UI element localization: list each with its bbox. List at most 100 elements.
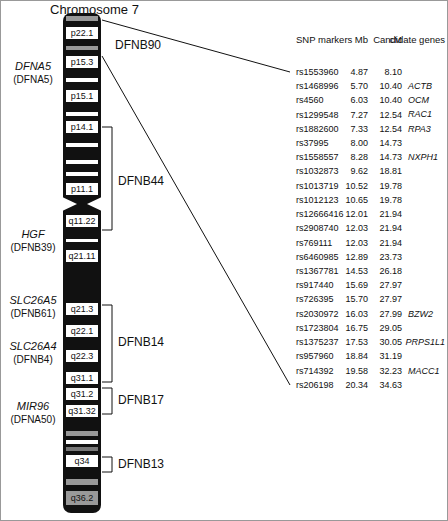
column-header: SNP markers <box>296 35 352 46</box>
position-mb: 12.03 <box>345 238 368 248</box>
position-cm: 27.97 <box>379 280 402 290</box>
snp-marker: rs1032873 <box>296 166 339 176</box>
snp-marker: rs1553960 <box>296 67 339 77</box>
gene-label: DFNA5 <box>15 60 51 73</box>
position-mb: 14.53 <box>345 266 368 276</box>
band-label: q34 <box>73 456 90 466</box>
position-cm: 19.78 <box>379 181 402 191</box>
band-label: p15.3 <box>70 57 95 67</box>
position-mb: 12.01 <box>345 209 368 219</box>
snp-marker: rs2030972 <box>296 309 339 319</box>
snp-marker: rs1375237 <box>296 337 339 347</box>
position-cm: 14.73 <box>379 138 402 148</box>
band-label: q22.3 <box>70 351 95 361</box>
position-cm: 18.81 <box>379 166 402 176</box>
position-cm: 27.99 <box>379 309 402 319</box>
position-cm: 8.10 <box>384 67 402 77</box>
position-mb: 17.53 <box>345 337 368 347</box>
snp-marker: rs1367781 <box>296 266 339 276</box>
position-mb: 16.75 <box>345 323 368 333</box>
position-mb: 15.70 <box>345 294 368 304</box>
snp-marker: rs1468996 <box>296 81 339 91</box>
position-mb: 12.89 <box>345 252 368 262</box>
position-mb: 4.87 <box>350 67 368 77</box>
position-cm: 21.94 <box>379 209 402 219</box>
snp-marker: rs1012123 <box>296 195 339 205</box>
position-cm: 34.63 <box>379 380 402 390</box>
position-mb: 10.65 <box>345 195 368 205</box>
position-cm: 27.97 <box>379 294 402 304</box>
position-mb: 16.03 <box>345 309 368 319</box>
locus-label: DFNB44 <box>117 175 165 189</box>
position-mb: 19.58 <box>345 366 368 376</box>
position-mb: 7.33 <box>350 124 368 134</box>
position-cm: 31.19 <box>379 351 402 361</box>
position-mb: 9.62 <box>350 166 368 176</box>
snp-marker: rs714392 <box>296 366 334 376</box>
snp-marker: rs769111 <box>296 238 332 248</box>
position-cm: 29.05 <box>379 323 402 333</box>
band-label: p11.1 <box>70 184 94 194</box>
band-label: q31.32 <box>67 406 97 416</box>
locus-label: (DFNB39) <box>10 242 55 254</box>
locus-label: DFNB17 <box>117 394 165 408</box>
candidate-gene: RAC1 <box>408 109 432 119</box>
position-cm: 21.94 <box>379 238 402 248</box>
chromosome-title: Chromosome 7 <box>50 3 139 18</box>
candidate-gene: MACC1 <box>408 366 440 376</box>
position-cm: 12.54 <box>379 124 402 134</box>
locus-label: (DFNB4) <box>13 354 52 366</box>
snp-marker: rs4560 <box>296 95 324 105</box>
position-mb: 6.03 <box>350 95 368 105</box>
locus-label: DFNB90 <box>114 39 162 53</box>
position-cm: 10.40 <box>379 95 402 105</box>
snp-marker: rs1882600 <box>296 124 339 134</box>
gene-label: HGF <box>21 228 44 241</box>
snp-marker: rs1723804 <box>296 323 339 333</box>
column-header: Mb <box>355 35 368 46</box>
snp-marker: rs917440 <box>296 280 334 290</box>
position-cm: 30.05 <box>379 337 402 347</box>
gene-label: MIR96 <box>17 400 49 413</box>
locus-label: (DFNA50) <box>10 414 55 426</box>
locus-label: DFNB13 <box>117 458 165 472</box>
snp-marker: rs1299548 <box>296 110 339 120</box>
position-cm: 26.18 <box>379 266 402 276</box>
gene-label: SLC26A4 <box>9 340 56 353</box>
candidate-gene: NXPH1 <box>408 152 438 162</box>
candidate-gene: OCM <box>408 95 429 105</box>
band-label: q22.1 <box>70 326 95 336</box>
position-cm: 23.73 <box>379 252 402 262</box>
position-mb: 10.52 <box>345 181 368 191</box>
snp-marker: rs957960 <box>296 351 334 361</box>
candidate-gene: BZW2 <box>408 309 433 319</box>
band-label: q31.2 <box>70 389 95 399</box>
position-mb: 5.70 <box>350 81 368 91</box>
band-label: q21.3 <box>70 304 95 314</box>
band-label: q31.1 <box>70 373 95 383</box>
snp-marker: rs2908740 <box>296 223 339 233</box>
column-header: Candidate genes <box>373 35 445 46</box>
band-label: q11.22 <box>68 216 97 226</box>
position-cm: 10.40 <box>379 81 402 91</box>
candidate-gene: PRPS1L1 <box>405 337 445 347</box>
position-mb: 18.84 <box>345 351 368 361</box>
band-label: q21.11 <box>68 251 97 261</box>
candidate-gene: ACTB <box>408 81 432 91</box>
position-cm: 32.23 <box>379 366 402 376</box>
locus-label: (DFNA5) <box>13 74 52 86</box>
snp-marker: rs726395 <box>296 294 334 304</box>
band-label: q36.2 <box>71 493 94 503</box>
band-label: p22.1 <box>70 28 95 38</box>
position-mb: 8.28 <box>350 152 368 162</box>
band-label: p14.1 <box>70 122 95 132</box>
candidate-gene: RPA3 <box>408 124 431 134</box>
position-cm: 12.54 <box>379 110 402 120</box>
locus-label: DFNB14 <box>117 336 165 350</box>
gene-label: SLC26A5 <box>9 294 56 307</box>
snp-marker: rs1558557 <box>296 152 339 162</box>
position-cm: 14.73 <box>379 152 402 162</box>
snp-marker: rs1013719 <box>296 181 339 191</box>
snp-marker: rs12666416 <box>296 209 344 219</box>
snp-marker: rs37995 <box>296 138 329 148</box>
